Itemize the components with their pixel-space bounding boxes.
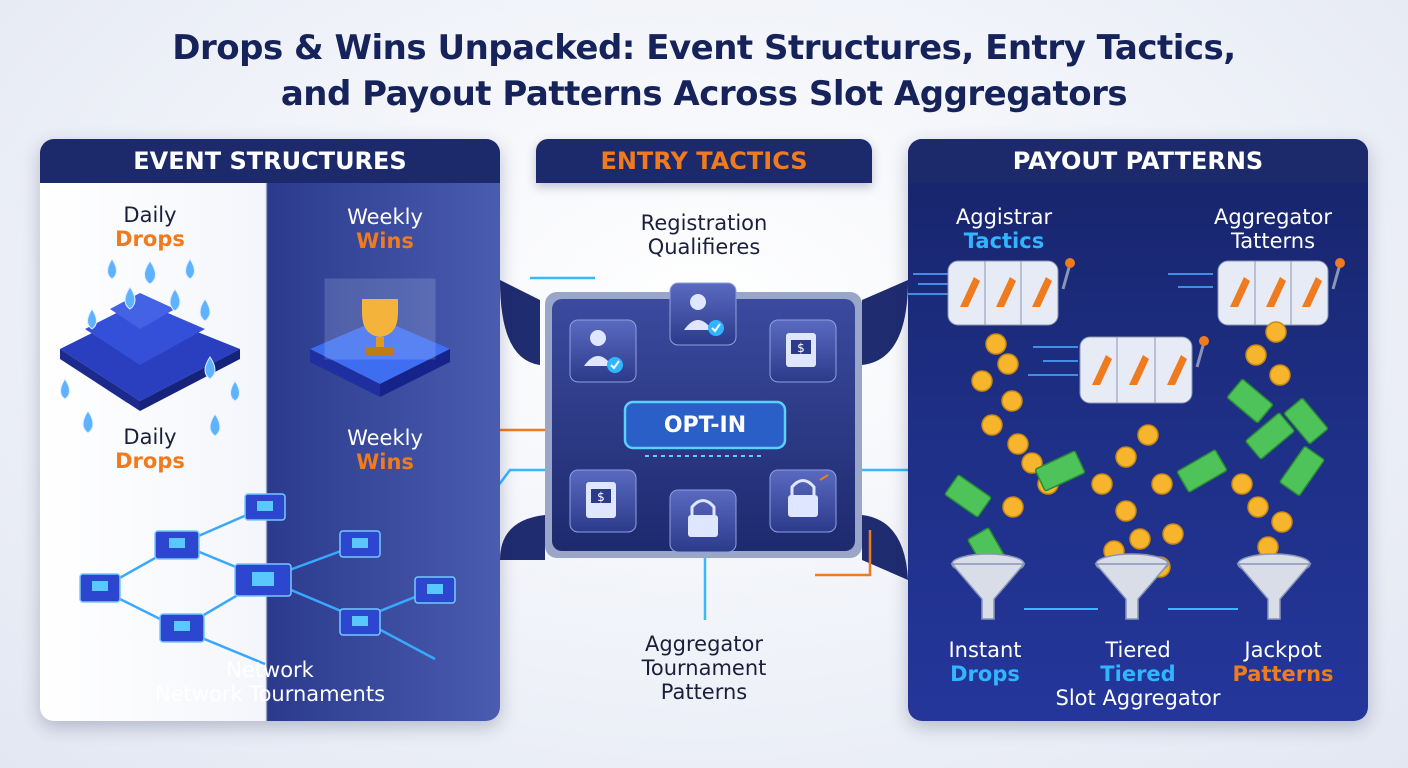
aggregator-text: Aggregator — [1213, 205, 1333, 229]
left-bridge-lower — [500, 515, 545, 560]
aggregator-tournament-patterns-label: Aggregator Tournament Patterns — [604, 632, 804, 704]
wins-text: Wins — [356, 229, 414, 253]
tatterns-text: Tatterns — [1230, 229, 1316, 253]
slot-machine-tile[interactable]: $ — [769, 319, 837, 383]
patterns-text: Patterns — [660, 680, 748, 704]
tournament-text: Tournament — [641, 656, 767, 680]
user-check-tile-top[interactable] — [669, 282, 737, 346]
tiered-text-accent: Tiered — [1100, 662, 1176, 686]
svg-text:$: $ — [597, 490, 605, 504]
slot-reel-icon-right — [1217, 258, 1345, 326]
aggistrar-tactics-label: Aggistrar Tactics — [934, 205, 1074, 253]
event-structures-panel: EVENT STRUCTURES — [40, 139, 500, 721]
lock-tile-center[interactable] — [669, 489, 737, 553]
weekly-text: Weekly — [347, 205, 423, 229]
weekly-wins-label-top: Weekly Wins — [330, 205, 440, 253]
tiered-slot-aggregator-label: Tiered Tiered Slot Aggregator — [1038, 638, 1238, 710]
daily-drops-label-top: Daily Drops — [100, 203, 200, 251]
weekly-text: Weekly — [347, 426, 423, 450]
slot-machine-tile-lower[interactable]: $ — [569, 469, 637, 533]
page-title-line-1: Drops & Wins Unpacked: Event Structures,… — [172, 28, 1236, 68]
user-check-tile[interactable] — [569, 319, 637, 383]
event-structures-header: EVENT STRUCTURES — [40, 139, 500, 183]
jackpot-patterns-label: Jackpot Patterns — [1218, 638, 1348, 686]
jackpot-text: Jackpot — [1244, 638, 1322, 662]
registration-text: Registration — [640, 211, 768, 235]
registration-qualifiers-label: Registration Qualifieres — [604, 211, 804, 259]
daily-text: Daily — [123, 425, 177, 449]
aggregator-text: Aggregator — [644, 632, 764, 656]
orange-accent-bottom — [815, 530, 872, 577]
funnels-icon — [950, 553, 1312, 620]
slot-reel-icon-left — [947, 258, 1075, 326]
drops-text: Drops — [950, 662, 1020, 686]
payout-patterns-header: PAYOUT PATTERNS — [908, 139, 1368, 183]
payout-patterns-art — [908, 258, 1345, 620]
instant-drops-label: Instant Drops — [930, 638, 1040, 686]
network-text: Network — [226, 658, 314, 682]
right-bridge-lower — [862, 515, 908, 580]
qualifieres-text: Qualifieres — [647, 235, 761, 259]
slot-aggregator-text: Slot Aggregator — [1055, 686, 1221, 710]
network-tournaments-text: Network Tournaments — [154, 682, 386, 706]
instant-text: Instant — [948, 638, 1022, 662]
entry-tactics-header: ENTRY TACTICS — [536, 139, 872, 183]
slot-reel-icon-center — [1079, 336, 1209, 404]
left-bridge — [500, 280, 540, 365]
weekly-wins-label-bottom: Weekly Wins — [330, 426, 440, 474]
drops-text: Drops — [115, 227, 185, 251]
tactics-text: Tactics — [963, 229, 1045, 253]
daily-text: Daily — [123, 203, 177, 227]
water-drops-icon — [60, 258, 240, 437]
aggregator-tatterns-label: Aggregator Tatterns — [1198, 205, 1348, 253]
wins-text: Wins — [356, 450, 414, 474]
svg-text:$: $ — [797, 341, 805, 355]
payout-patterns-panel: PAYOUT PATTERNS — [908, 139, 1368, 721]
network-tournaments-label: Network Network Tournaments — [130, 658, 410, 706]
opt-in-button[interactable] — [623, 400, 787, 457]
opt-in-label[interactable]: OPT-IN — [663, 412, 747, 438]
daily-drops-pyramid-icon — [60, 293, 240, 411]
patterns-text: Patterns — [1232, 662, 1334, 686]
weekly-wins-trophy-icon — [310, 278, 450, 397]
event-structures-art — [60, 258, 456, 666]
drops-text: Drops — [115, 449, 185, 473]
right-bridge — [862, 280, 908, 365]
tiered-text: Tiered — [1105, 638, 1171, 662]
lock-tile-right[interactable] — [769, 469, 837, 533]
speed-lines — [908, 273, 1213, 376]
page-title-line-2: and Payout Patterns Across Slot Aggregat… — [280, 74, 1128, 114]
daily-drops-label-bottom: Daily Drops — [100, 425, 200, 473]
network-nodes-icon — [79, 493, 456, 643]
aggistrar-text: Aggistrar — [955, 205, 1053, 229]
